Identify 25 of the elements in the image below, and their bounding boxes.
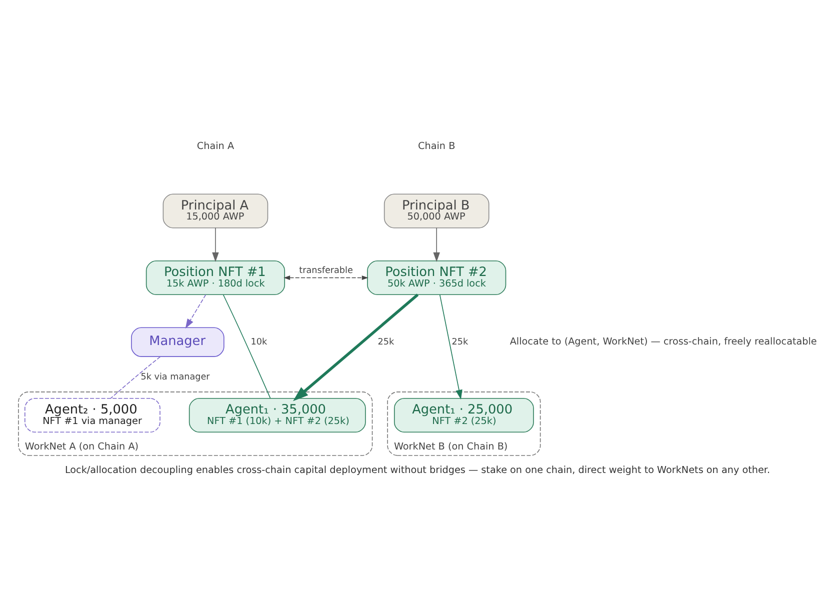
caption: Lock/allocation decoupling enables cross-chain capital deployment without bridges — stake on one chain, direct weight to WorkNets on any other. xyxy=(64,464,770,476)
arrow xyxy=(284,276,368,280)
arrow xyxy=(185,294,206,329)
edge-label: 10k xyxy=(250,337,268,348)
arrow xyxy=(433,228,440,262)
connector xyxy=(110,356,161,399)
edge-label: 25k xyxy=(378,337,394,348)
arrow xyxy=(293,294,419,402)
edge-label: 5k via manager xyxy=(140,372,210,383)
node-box: Position NFT #1 15k AWP · 180d lock xyxy=(146,260,286,296)
label: Allocate to (Agent, WorkNet) — cross-chain, freely reallocatable xyxy=(510,336,817,348)
node-box: Principal B 50,000 AWP xyxy=(384,194,490,228)
label: Chain A xyxy=(196,141,234,152)
connector xyxy=(222,294,271,398)
node-box: Agent₁ · 35,000 NFT #1 (10k) + NFT #2 (25k) xyxy=(188,398,366,433)
node-box: Principal A 15,000 AWP xyxy=(162,194,268,228)
edge-label: transferable xyxy=(299,266,353,276)
arrow xyxy=(212,228,219,262)
node-box: Position NFT #2 50k AWP · 365d lock xyxy=(367,260,506,296)
edge-label: 25k xyxy=(452,337,468,348)
arrow xyxy=(439,294,462,400)
label: Chain B xyxy=(418,141,456,152)
node-box: Agent₂ · 5,000 NFT #1 via manager xyxy=(24,398,160,433)
node-box: Manager xyxy=(131,327,224,357)
node-box: Agent₁ · 25,000 NFT #2 (25k) xyxy=(394,398,534,433)
